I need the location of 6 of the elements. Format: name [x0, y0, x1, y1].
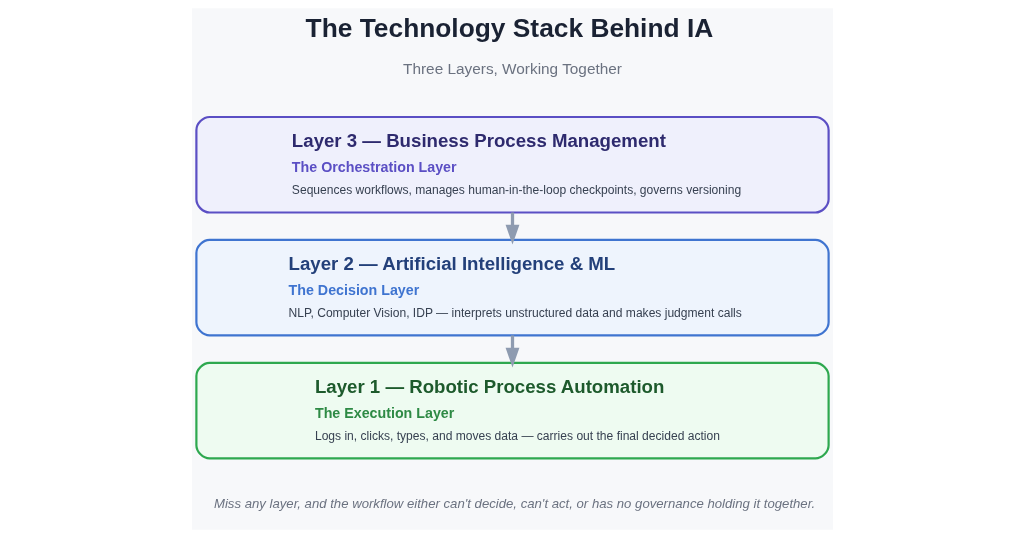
node-box: Layer 2 — Artificial Intelligence & ML The Decision Layer NLP, Computer Vision, IDP — interprets unstructured data and makes judgment calls	[194, 238, 830, 337]
node-box: Layer 3 — Business Process Management The Orchestration Layer Sequences workflows, manages human-in-the-loop checkpoints, governs versioning	[194, 115, 830, 214]
label: Three Layers, Working Together	[402, 59, 622, 77]
node-box: Layer 1 — Robotic Process Automation The Execution Layer Logs in, clicks, types, and moves data — carries out the final decided action	[194, 361, 830, 460]
diagram-title: The Technology Stack Behind IA	[305, 13, 713, 44]
caption: Miss any layer, and the workflow either can't decide, can't act, or has no governance holding it together.	[213, 495, 815, 511]
